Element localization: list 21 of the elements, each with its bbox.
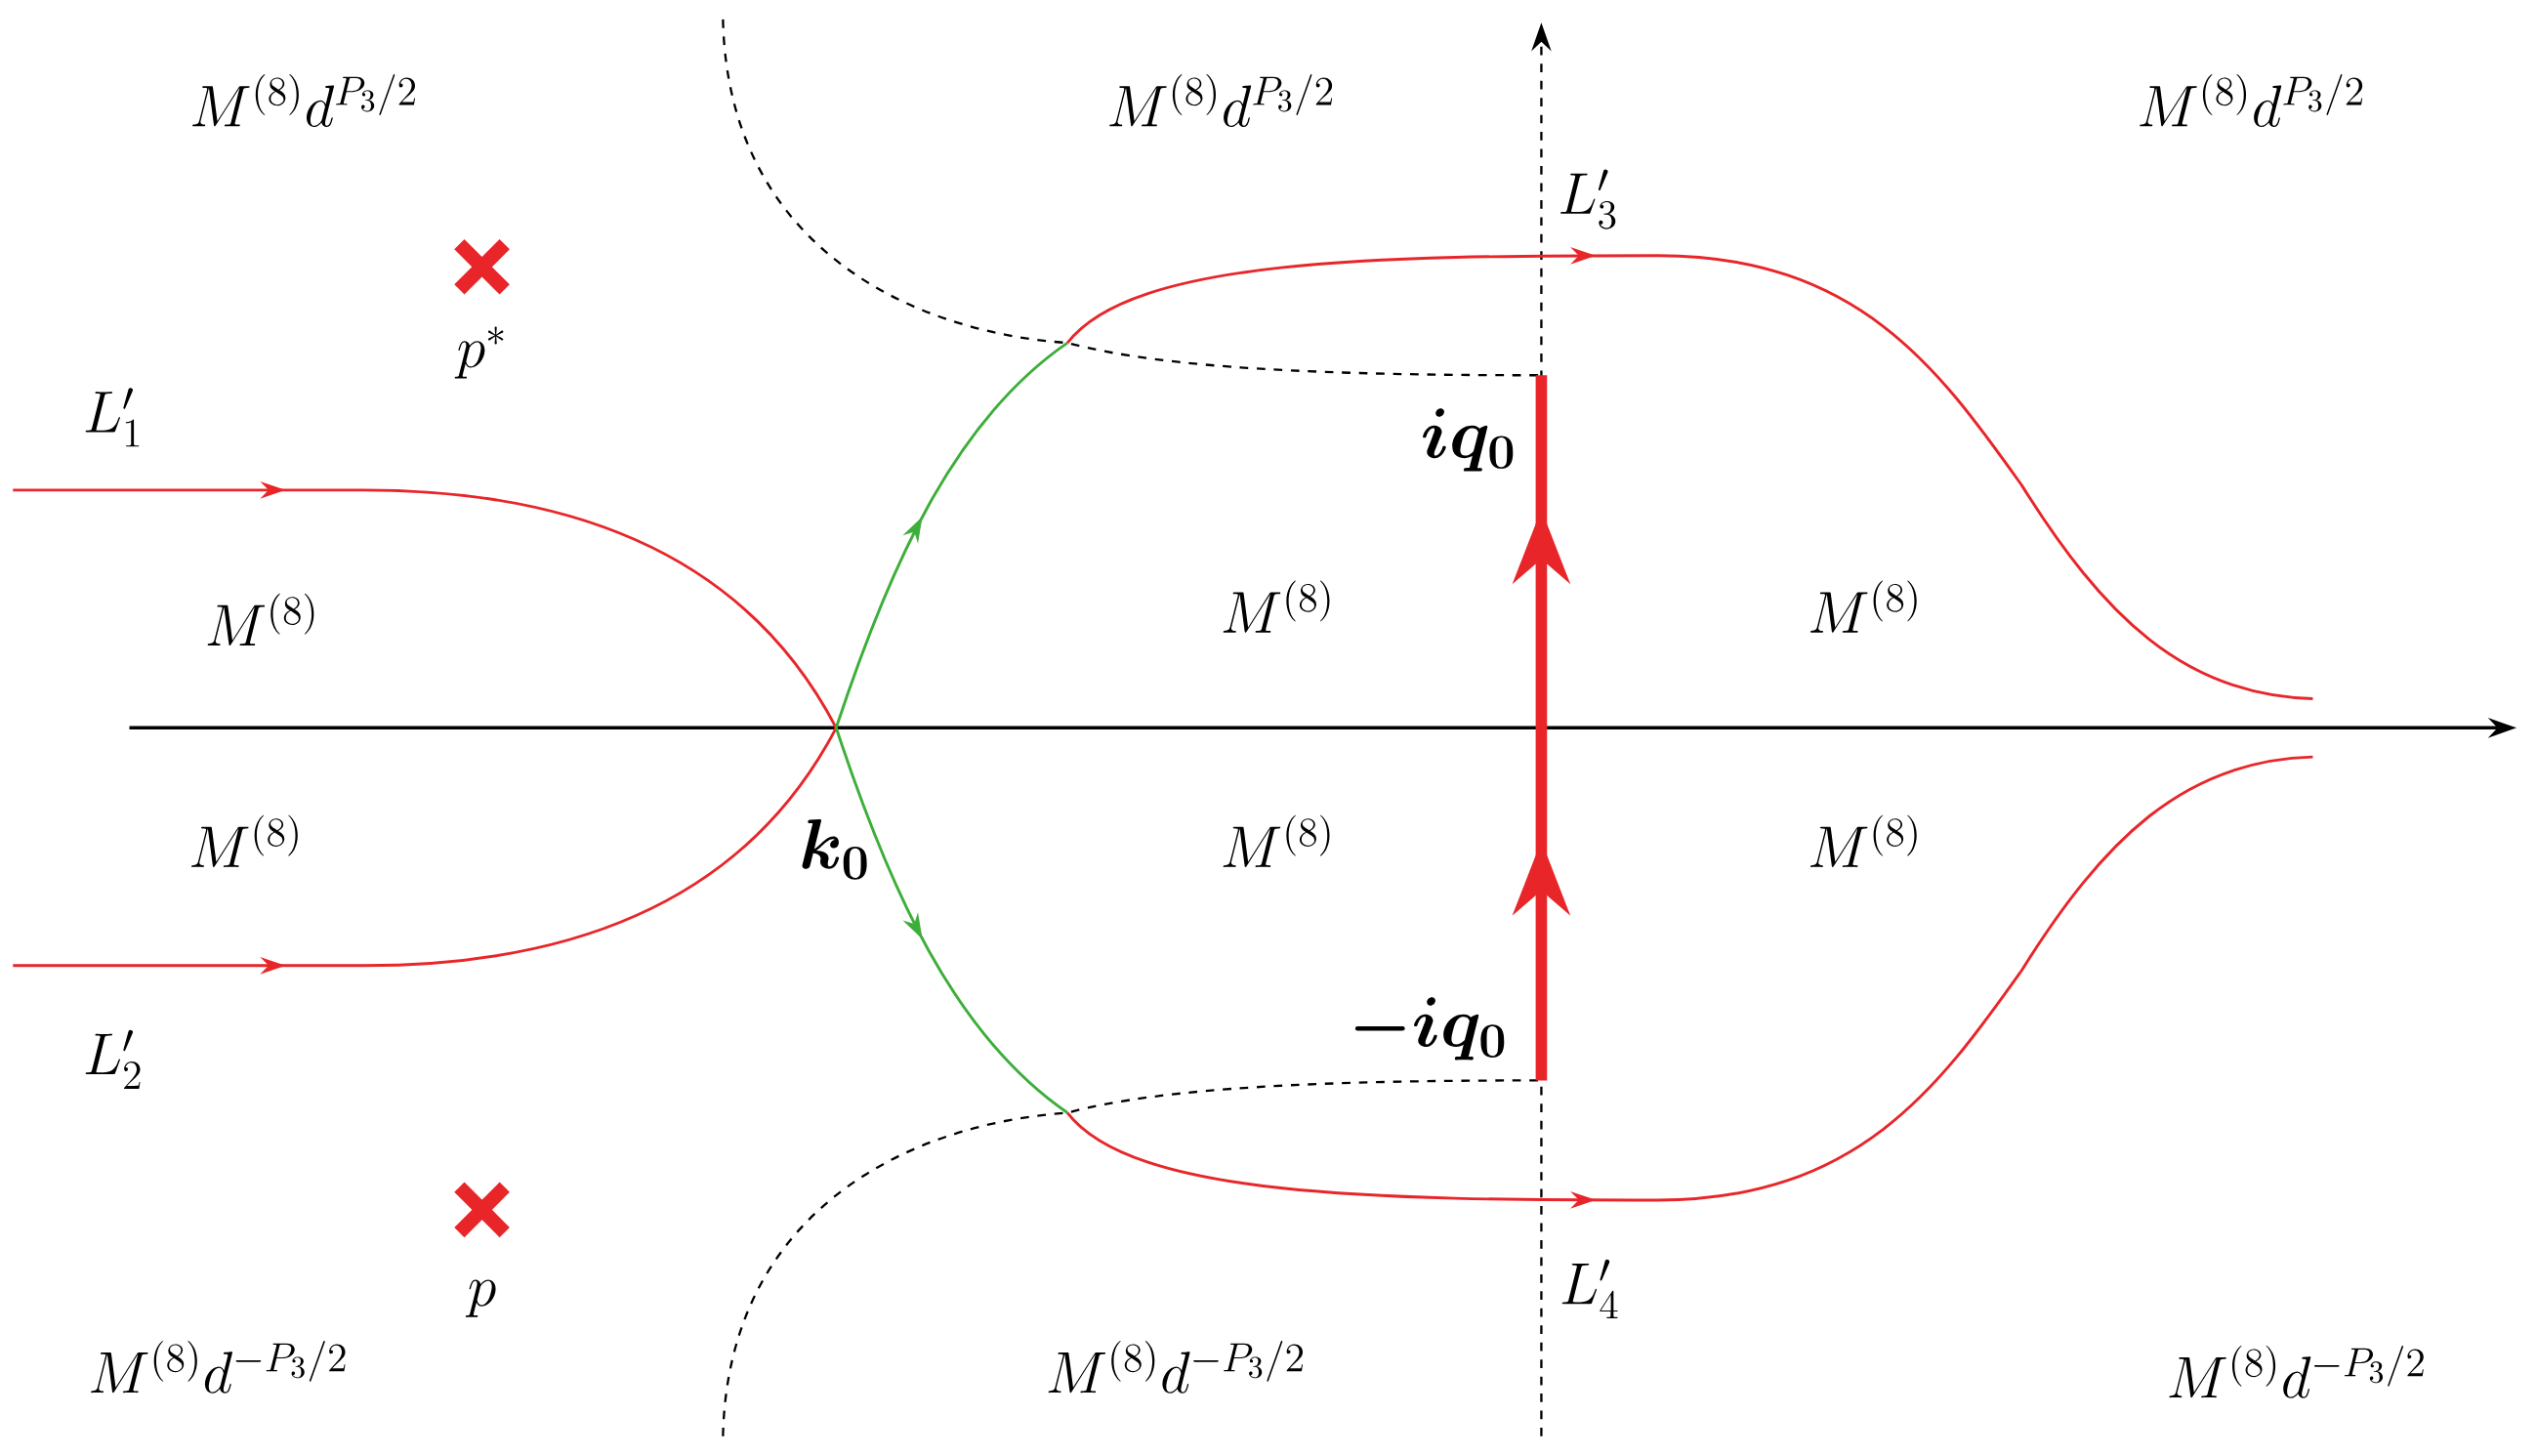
math-label: $M^{(8)}d^{-P_3/2}$ <box>1048 1341 1304 1394</box>
math-label: $L'_4$ <box>1561 1260 1618 1319</box>
math-label: $iq_0$ <box>1423 408 1514 472</box>
math-label: $M^{(8)}d^{-P_3/2}$ <box>2169 1346 2424 1398</box>
math-label: $L'_3$ <box>1560 169 1616 229</box>
math-label: $k_0$ <box>802 819 867 880</box>
math-label: $M^{(8)}d^{-P_3/2}$ <box>91 1341 346 1394</box>
math-label: $M^{(8)}$ <box>207 593 314 646</box>
math-label: $M^{(8)}$ <box>1223 814 1330 868</box>
math-label: $p$ <box>465 1279 496 1317</box>
math-label: $M^{(8)}d^{P_3/2}$ <box>1109 74 1333 128</box>
math-label: $M^{(8)}$ <box>191 814 298 868</box>
math-label: $L'_1$ <box>85 388 140 447</box>
math-label: $M^{(8)}$ <box>1223 580 1330 633</box>
math-label: $M^{(8)}d^{P_3/2}$ <box>2140 74 2363 128</box>
math-label: $-iq_0$ <box>1354 997 1505 1061</box>
math-label: $M^{(8)}$ <box>1809 814 1917 868</box>
math-label: $L'_2$ <box>85 1029 141 1090</box>
math-label: $p^*$ <box>454 326 504 379</box>
math-label: $M^{(8)}d^{P_3/2}$ <box>192 74 415 128</box>
math-label: $M^{(8)}$ <box>1809 580 1917 633</box>
